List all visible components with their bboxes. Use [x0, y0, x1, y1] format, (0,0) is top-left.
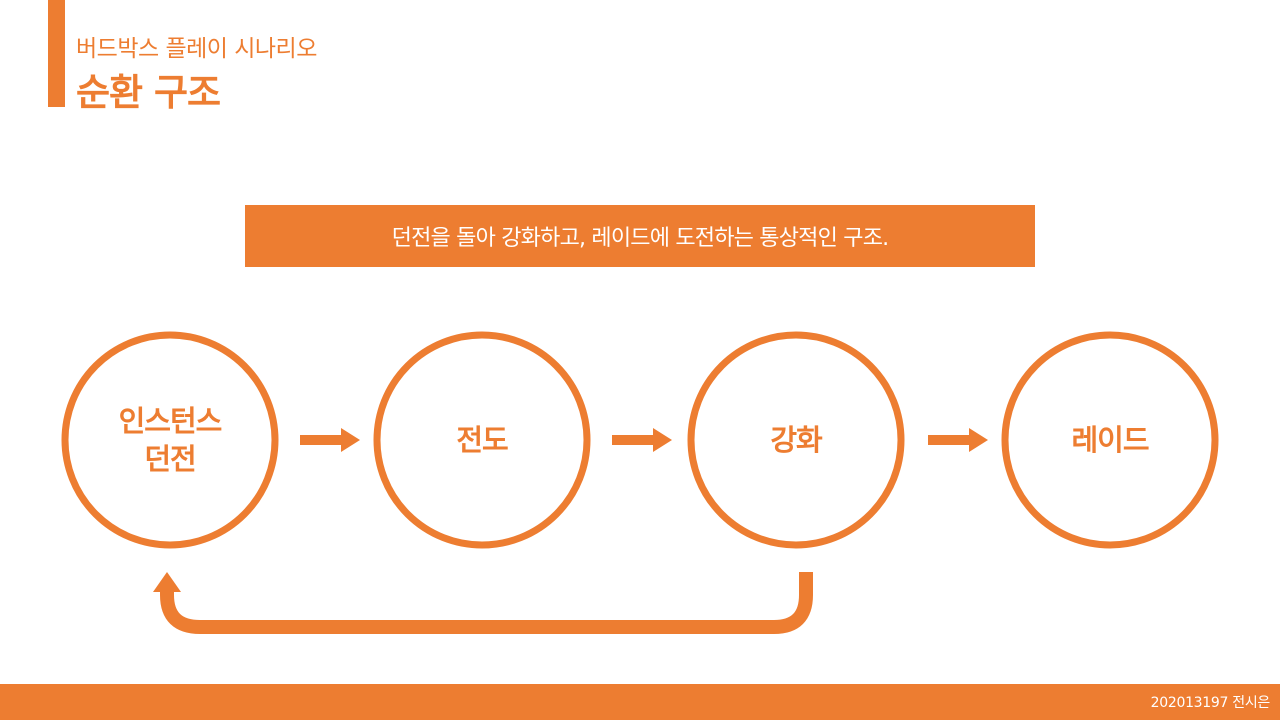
footer-bar: 202013197 전시은 [0, 684, 1280, 720]
node-circle-enhance [687, 331, 905, 549]
flow-arrow-2 [612, 428, 672, 452]
page-title: 순환 구조 [76, 71, 221, 114]
node-label-instance-dungeon-line1: 인스턴스 [119, 404, 222, 438]
footer-author: 202013197 전시은 [1150, 695, 1271, 711]
banner-text: 던전을 돌아 강화하고, 레이드에 도전하는 통상적인 구조. [391, 226, 889, 251]
page-subtitle: 버드박스 플레이 시나리오 [76, 36, 317, 62]
flow-arrow-1 [300, 428, 360, 452]
node-label-enhance: 강화 [770, 423, 823, 457]
node-circle-missionary [373, 331, 591, 549]
node-label-missionary: 전도 [456, 423, 508, 457]
node-circle-raid [1001, 331, 1219, 549]
node-label-instance-dungeon-line2: 던전 [144, 442, 195, 476]
loop-back-arrow [153, 572, 813, 634]
loop-back-arrowhead [153, 572, 181, 592]
node-label-raid: 레이드 [1071, 423, 1148, 457]
header-accent-bar [48, 0, 65, 107]
description-banner: 던전을 돌아 강화하고, 레이드에 도전하는 통상적인 구조. [245, 205, 1035, 267]
node-circle-instance-dungeon [61, 331, 279, 549]
flow-arrow-3 [928, 428, 988, 452]
